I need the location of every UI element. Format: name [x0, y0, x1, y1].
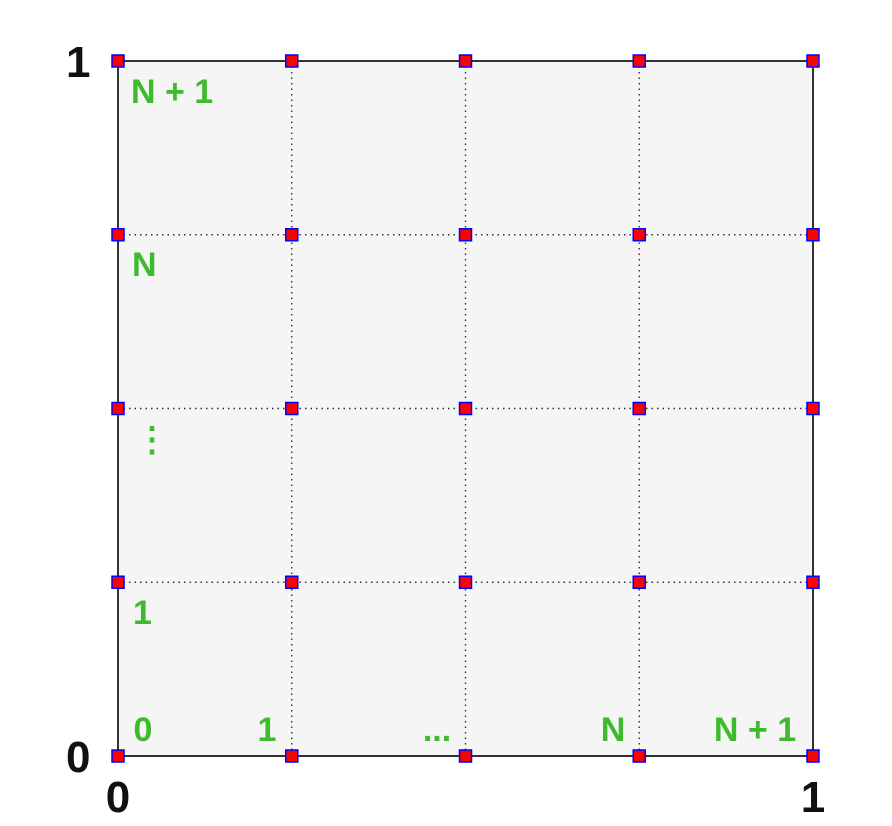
- grid-node: [458, 401, 473, 416]
- grid-node: [632, 401, 646, 416]
- y-axis-min-label: 0: [66, 733, 90, 782]
- grid-node: [632, 575, 646, 589]
- grid-node: [806, 749, 820, 763]
- x-axis-min-label: 0: [106, 773, 130, 822]
- y-axis-max-label: 1: [66, 38, 90, 87]
- grid-node: [458, 54, 473, 68]
- grid-node: [285, 749, 299, 763]
- x-index-labels: 0 1... N N + 1: [134, 711, 797, 749]
- grid-node: [632, 228, 646, 242]
- y-index-labels: 1 ⋮ N N + 1: [131, 73, 213, 632]
- grid-node: [111, 575, 125, 589]
- x-axis-max-label: 1: [801, 773, 825, 822]
- grid-node: [806, 228, 820, 242]
- grid-node: [458, 749, 473, 763]
- y-index-label: 1: [133, 594, 152, 632]
- y-index-label: N + 1: [131, 73, 213, 111]
- grid-node: [806, 54, 820, 68]
- grid-node: [285, 575, 299, 589]
- grid-node: [632, 749, 646, 763]
- grid-node: [285, 228, 299, 242]
- x-index-label: N + 1: [714, 711, 796, 749]
- y-index-label: N: [132, 246, 157, 284]
- grid-node: [458, 575, 473, 589]
- x-index-label: N: [601, 711, 626, 749]
- grid-node: [111, 749, 125, 763]
- x-index-label: ...: [423, 711, 451, 749]
- grid-node: [285, 401, 299, 416]
- grid-nodes: [111, 54, 820, 763]
- grid-node: [111, 401, 125, 416]
- x-index-label: 0: [134, 711, 153, 749]
- grid-node: [111, 54, 125, 68]
- grid-node: [806, 401, 820, 416]
- y-index-label: ⋮: [135, 421, 169, 459]
- grid-node: [285, 54, 299, 68]
- grid-node: [111, 228, 125, 242]
- grid-node: [458, 228, 473, 242]
- grid-node: [806, 575, 820, 589]
- grid-node: [632, 54, 646, 68]
- x-index-label: 1: [258, 711, 277, 749]
